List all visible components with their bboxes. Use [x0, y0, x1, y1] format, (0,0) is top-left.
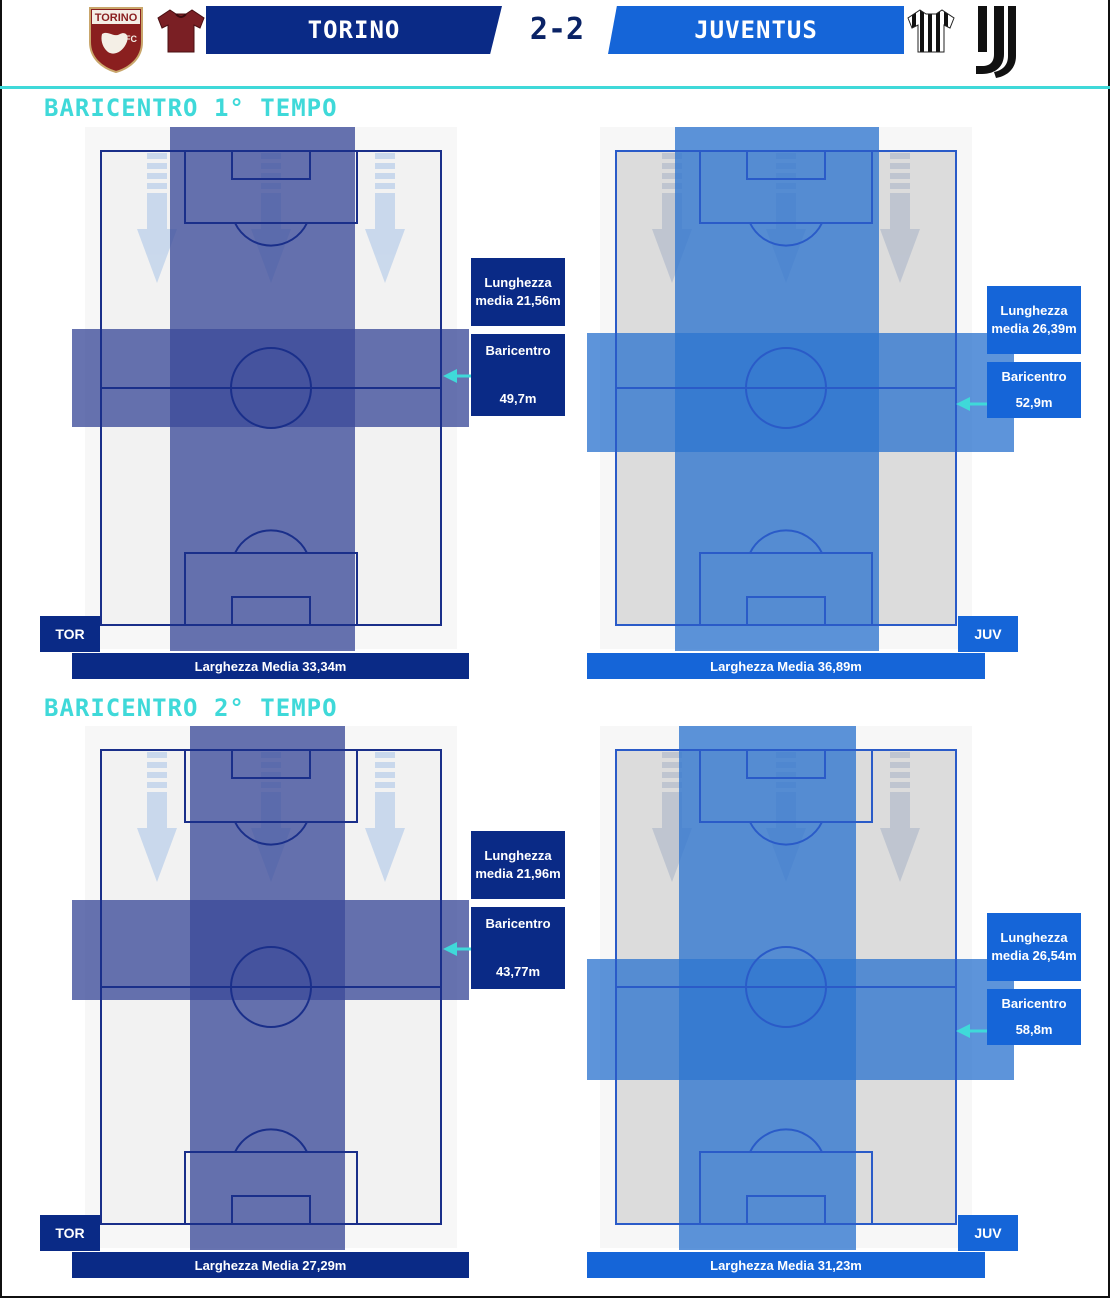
lunghezza-media-box: Lunghezza media 26,39m: [987, 286, 1081, 354]
lunghezza-value: media 26,39m: [991, 321, 1077, 336]
top-penalty-arc: [749, 222, 823, 247]
header-divider: [0, 86, 1110, 89]
lunghezza-media-box: Lunghezza media 26,54m: [987, 913, 1081, 981]
top-goal-area: [231, 749, 311, 779]
match-header: TORINO FC TORINO 2-2 JUVENTUS: [0, 0, 1114, 92]
attack-direction-arrow-icon: [365, 752, 405, 882]
bottom-penalty-arc: [234, 1128, 308, 1153]
larghezza-media-bar: Larghezza Media 27,29m: [72, 1252, 469, 1278]
lunghezza-value: media 26,54m: [991, 948, 1077, 963]
top-goal-area: [746, 150, 826, 180]
baricentro-value: 49,7m: [499, 391, 537, 406]
svg-text:TORINO: TORINO: [95, 12, 138, 24]
svg-text:FC: FC: [125, 34, 137, 44]
bottom-penalty-arc: [749, 1128, 823, 1153]
attack-direction-arrow-icon: [137, 752, 177, 882]
attack-direction-arrow-icon: [880, 752, 920, 882]
larghezza-media-bar: Larghezza Media 31,23m: [587, 1252, 985, 1278]
juventus-j-logo-icon: [964, 2, 1028, 80]
bottom-goal-area: [746, 1195, 826, 1225]
baricentro-arrowhead-icon: [956, 397, 970, 411]
length-band: [587, 333, 1014, 452]
baricentro-value: 43,77m: [495, 964, 541, 979]
baricentro-value: 52,9m: [1015, 395, 1053, 410]
baricentro-label: Baricentro: [485, 343, 551, 358]
baricentro-box: Baricentro 49,7m: [471, 334, 565, 416]
team-code-tag: TOR: [40, 1215, 100, 1251]
larghezza-media-bar: Larghezza Media 36,89m: [587, 653, 985, 679]
bottom-goal-area: [231, 1195, 311, 1225]
baricentro-box: Baricentro 52,9m: [987, 362, 1081, 418]
top-penalty-arc: [234, 821, 308, 846]
home-team-banner: TORINO: [206, 6, 502, 54]
baricentro-label: Baricentro: [1001, 369, 1067, 384]
bottom-goal-area: [231, 596, 311, 626]
team-code-tag: JUV: [958, 1215, 1018, 1251]
top-goal-area: [231, 150, 311, 180]
baricentro-box: Baricentro 58,8m: [987, 989, 1081, 1045]
top-goal-area: [746, 749, 826, 779]
bottom-penalty-arc: [234, 529, 308, 554]
center-circle: [745, 347, 827, 429]
section-title-second-half: BARICENTRO 2° TEMPO: [44, 694, 338, 722]
lunghezza-media-box: Lunghezza media 21,96m: [471, 831, 565, 899]
baricentro-value: 58,8m: [1015, 1022, 1053, 1037]
lunghezza-label: Lunghezza: [1000, 930, 1068, 945]
lunghezza-media-box: Lunghezza media 21,56m: [471, 258, 565, 326]
baricentro-arrowhead-icon: [443, 942, 457, 956]
top-penalty-arc: [749, 821, 823, 846]
center-circle: [230, 946, 312, 1028]
match-score: 2-2: [529, 12, 585, 47]
away-team-banner: JUVENTUS: [608, 6, 904, 54]
lunghezza-label: Lunghezza: [1000, 303, 1068, 318]
baricentro-arrowhead-icon: [956, 1024, 970, 1038]
top-penalty-arc: [234, 222, 308, 247]
length-band: [72, 900, 469, 1000]
section-title-first-half: BARICENTRO 1° TEMPO: [44, 94, 338, 122]
black-white-striped-shirt-icon: [907, 9, 955, 53]
lunghezza-label: Lunghezza: [484, 848, 552, 863]
length-band: [587, 959, 1014, 1080]
torino-bull-crest-icon: TORINO FC: [89, 7, 143, 74]
length-band: [72, 329, 469, 427]
team-code-tag: TOR: [40, 616, 100, 652]
lunghezza-value: media 21,56m: [475, 293, 561, 308]
baricentro-label: Baricentro: [485, 916, 551, 931]
lunghezza-value: media 21,96m: [475, 866, 561, 881]
bottom-goal-area: [746, 596, 826, 626]
center-circle: [230, 347, 312, 429]
attack-direction-arrow-icon: [880, 153, 920, 283]
larghezza-media-bar: Larghezza Media 33,34m: [72, 653, 469, 679]
baricentro-label: Baricentro: [1001, 996, 1067, 1011]
maroon-shirt-icon: [157, 9, 205, 53]
team-code-tag: JUV: [958, 616, 1018, 652]
attack-direction-arrow-icon: [137, 153, 177, 283]
attack-direction-arrow-icon: [365, 153, 405, 283]
baricentro-arrowhead-icon: [443, 369, 457, 383]
lunghezza-label: Lunghezza: [484, 275, 552, 290]
baricentro-box: Baricentro 43,77m: [471, 907, 565, 989]
bottom-penalty-arc: [749, 529, 823, 554]
center-circle: [745, 946, 827, 1028]
